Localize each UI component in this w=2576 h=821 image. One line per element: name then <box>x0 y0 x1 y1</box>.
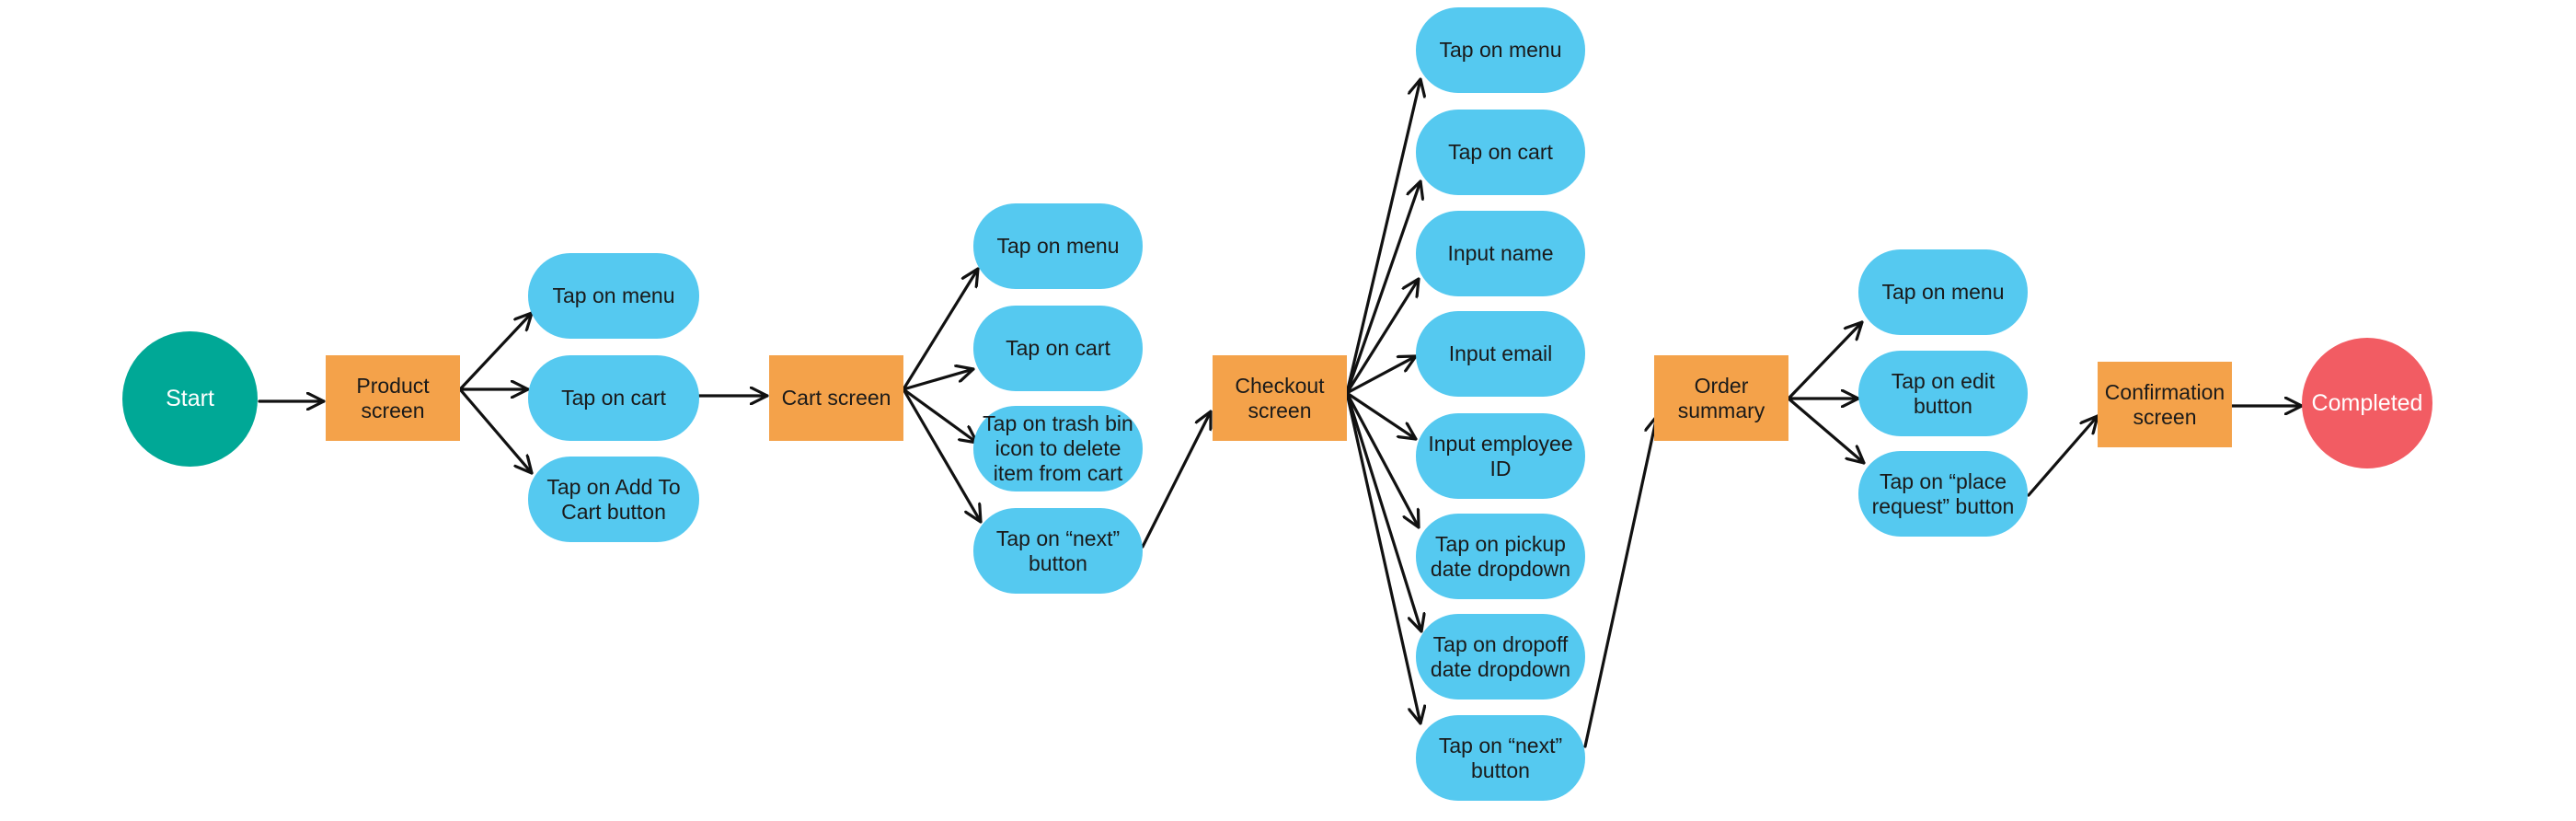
order-summary-node: Order summary <box>1654 355 1788 441</box>
flow-arrow <box>1345 354 1418 395</box>
cart-action-cart: Tap on cart <box>973 306 1143 391</box>
flow-arrow <box>1787 397 1866 465</box>
flow-arrow <box>902 387 983 524</box>
flow-arrow <box>902 369 975 391</box>
checkout-action-menu: Tap on menu <box>1416 7 1585 93</box>
confirmation-screen-node: Confirmation screen <box>2098 362 2232 447</box>
checkout-screen-node: Checkout screen <box>1213 355 1347 441</box>
flow-arrow <box>1345 179 1420 395</box>
product-screen-node: Product screen <box>326 355 460 441</box>
completed-node: Completed <box>2302 338 2432 468</box>
product-action-add-to-cart: Tap on Add To Cart button <box>528 457 699 542</box>
flow-arrow <box>2027 414 2099 497</box>
order-action-menu: Tap on menu <box>1858 249 2028 335</box>
flow-arrow <box>1345 391 1420 725</box>
cart-action-menu: Tap on menu <box>973 203 1143 289</box>
product-action-menu: Tap on menu <box>528 253 699 339</box>
flow-arrow <box>1345 77 1420 395</box>
flow-arrow <box>1787 320 1864 400</box>
order-action-edit: Tap on edit button <box>1858 351 2028 436</box>
order-action-place-request: Tap on “place request” button <box>1858 451 2028 537</box>
checkout-action-input-email: Input email <box>1416 311 1585 397</box>
flow-arrow <box>1583 414 1657 748</box>
flow-arrow <box>902 387 979 445</box>
checkout-action-next: Tap on “next” button <box>1416 715 1585 801</box>
cart-screen-node: Cart screen <box>769 355 903 441</box>
flow-arrow <box>1345 391 1421 633</box>
cart-action-delete-item: Tap on trash bin icon to delete item fro… <box>973 406 1143 491</box>
flow-arrow <box>1345 277 1420 395</box>
flow-arrow <box>902 267 980 391</box>
cart-action-next: Tap on “next” button <box>973 508 1143 594</box>
checkout-action-cart: Tap on cart <box>1416 110 1585 195</box>
product-action-cart: Tap on cart <box>528 355 699 441</box>
flow-arrow <box>1141 410 1213 549</box>
checkout-action-input-name: Input name <box>1416 211 1585 296</box>
checkout-action-input-employee-id: Input employee ID <box>1416 413 1585 499</box>
flow-arrow <box>1345 391 1418 441</box>
flow-arrow <box>458 387 534 475</box>
flow-arrow <box>458 311 534 391</box>
checkout-action-pickup-date: Tap on pickup date dropdown <box>1416 514 1585 599</box>
checkout-action-dropoff-date: Tap on dropoff date dropdown <box>1416 614 1585 700</box>
flow-arrow <box>1345 391 1420 529</box>
start-node: Start <box>122 331 258 467</box>
